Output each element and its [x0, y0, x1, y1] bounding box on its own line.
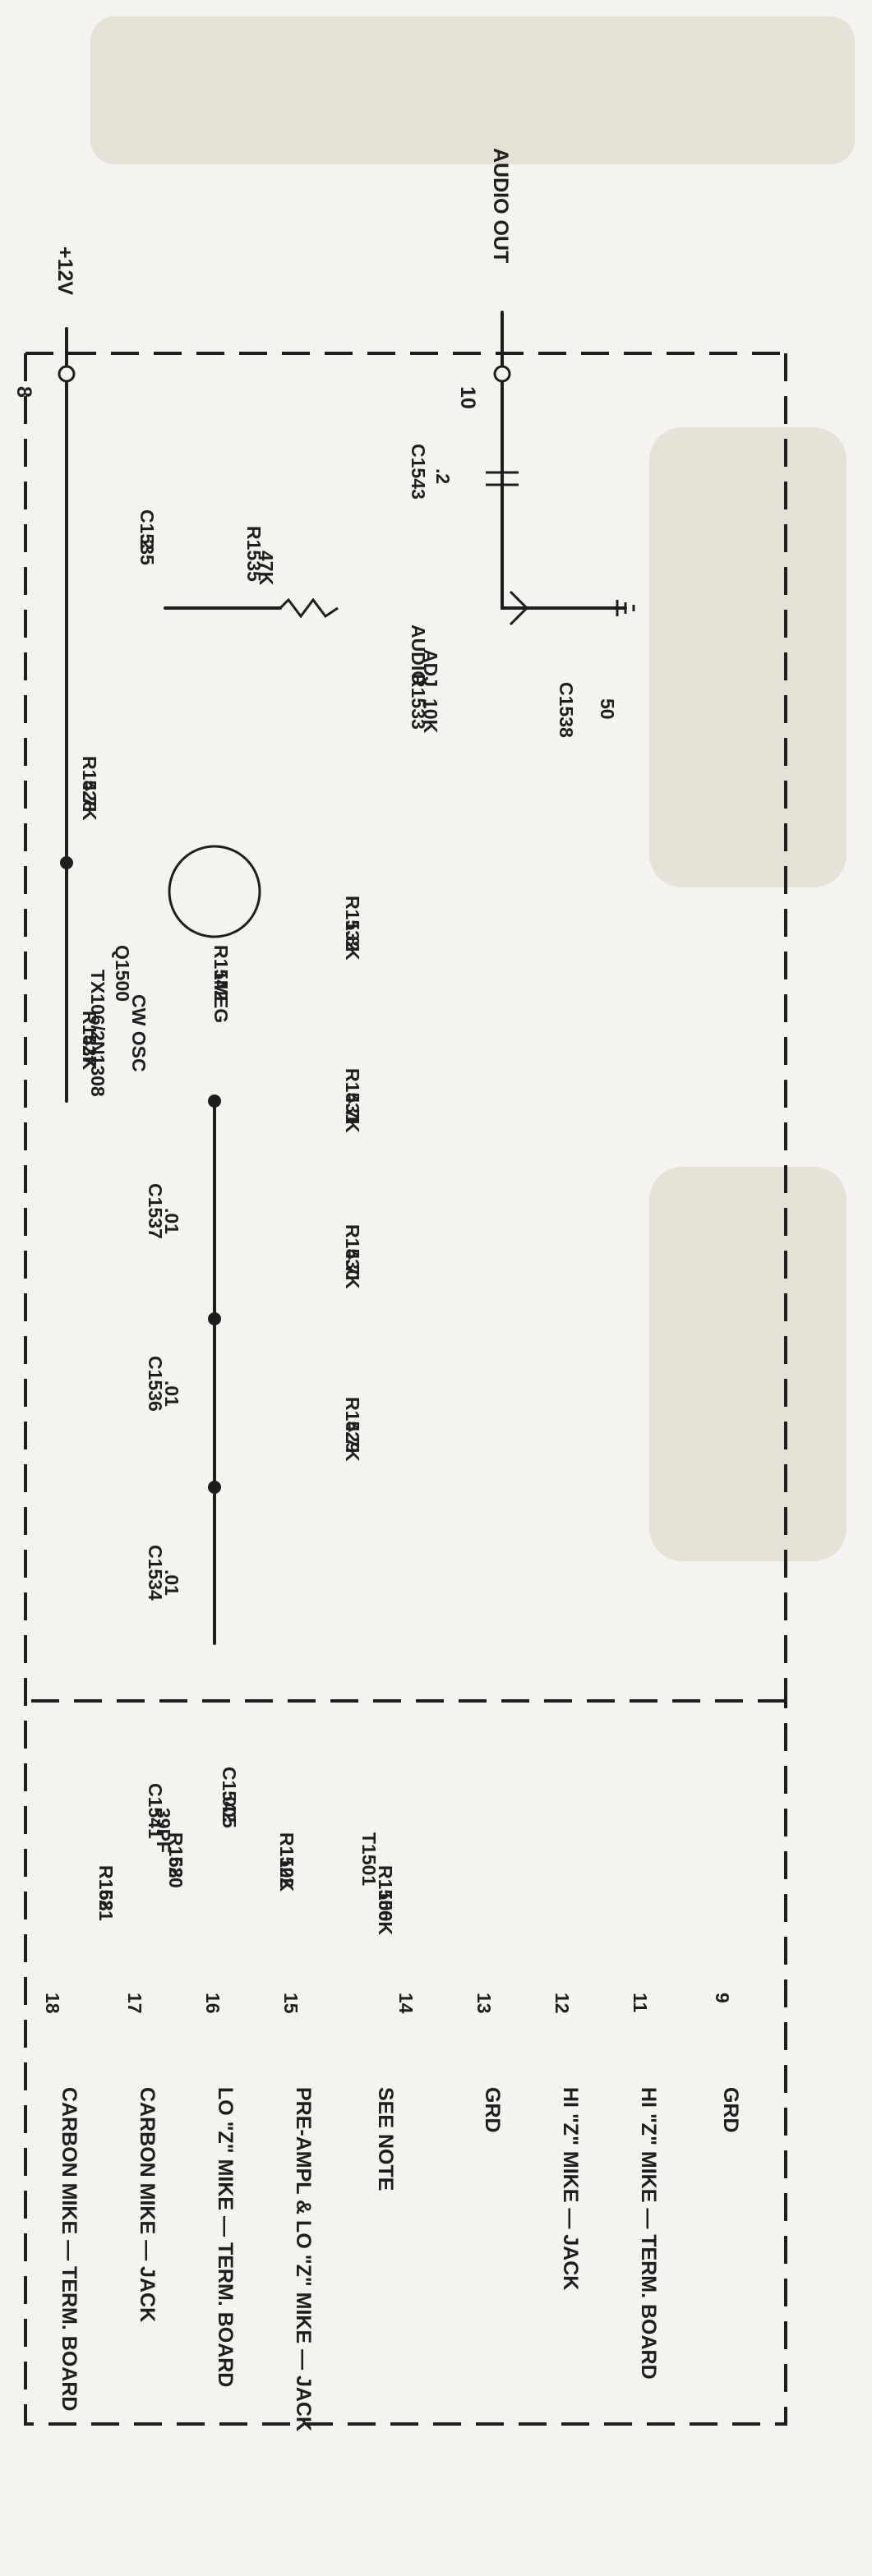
- r1529-ref: R1529: [342, 1397, 363, 1453]
- r1535-zigzag: [279, 597, 339, 619]
- q1500-func: CW OSC: [128, 994, 150, 1072]
- paper-smudge: [90, 16, 855, 164]
- r1529-value: 4.7K: [342, 1422, 363, 1462]
- pin-10-terminal: [493, 365, 511, 383]
- c1538-value: 50: [597, 698, 618, 720]
- c1535-value: .2: [136, 534, 158, 550]
- c1541-ref: C1541: [145, 1783, 166, 1839]
- r1527-ref: R1527: [79, 1011, 100, 1067]
- r1530-value: 4.7K: [342, 1249, 363, 1289]
- r1527-value: 43K: [79, 1035, 100, 1071]
- pin-14-label: 14: [395, 1993, 417, 2014]
- supply-label: +12V: [53, 247, 76, 295]
- ground-icon: [616, 600, 635, 616]
- connector-see-note: SEE NOTE: [374, 2087, 397, 2191]
- c1542-value: .005: [219, 1791, 240, 1828]
- c1535-ref: C1535: [136, 509, 158, 565]
- c1536-ref: C1536: [145, 1356, 166, 1412]
- c1537-ref: C1537: [145, 1183, 166, 1239]
- r1532-value: 1.8K: [342, 920, 363, 961]
- junction-dot: [208, 1481, 221, 1494]
- pin-13-label: 13: [473, 1993, 495, 2014]
- connector-carbon-mike-jack: CARBON MIKE — JACK: [136, 2087, 159, 2322]
- r1531-ref: R1531: [342, 1068, 363, 1124]
- transistor-q1500-icon: [168, 845, 261, 938]
- connector-hi-z-term-board: HI "Z" MIKE — TERM. BOARD: [637, 2087, 660, 2380]
- paper-smudge: [649, 427, 847, 887]
- r1535-ref: R1535: [243, 526, 265, 582]
- q1500-type: TX106/2N1308: [87, 970, 108, 1097]
- junction-dot: [60, 856, 73, 869]
- junction-dot: [208, 1312, 221, 1325]
- c1543-value: .2: [432, 468, 454, 484]
- r1522-value: 10K: [276, 1857, 298, 1892]
- r1535-value: 47K: [256, 551, 277, 586]
- r1533-line1: AUDIO: [408, 624, 429, 685]
- pin-18-label: 18: [42, 1993, 63, 2014]
- c1538-ref: C1538: [556, 682, 577, 738]
- pin-8-terminal: [58, 365, 76, 383]
- pin-10-label: 10: [456, 386, 479, 409]
- r1520-ref: R1520: [165, 1832, 187, 1888]
- board-outline-dashed: [24, 353, 787, 2426]
- c1536-value: .01: [161, 1380, 182, 1407]
- r1528-value: 4.7K: [79, 781, 100, 821]
- r1521-value: 68: [95, 1890, 117, 1911]
- r1542-ref: R1542: [210, 945, 232, 1001]
- connector-grd: GRD: [719, 2087, 742, 2133]
- c1534-ref: C1534: [145, 1545, 166, 1601]
- r1521-ref: R1521: [95, 1865, 117, 1921]
- r1533-value: 10K: [420, 698, 441, 734]
- pin-16-label: 16: [202, 1993, 224, 2014]
- r1556-value: 100K: [375, 1890, 396, 1935]
- junction-dot: [208, 1094, 221, 1108]
- connector-grd: GRD: [481, 2087, 504, 2133]
- pin-number-group: 18 17 16 15 14 13 12 11 9: [42, 1993, 733, 2014]
- r1542-value: 1MEG: [210, 970, 232, 1023]
- pin-17-label: 17: [124, 1993, 145, 2014]
- connector-label-group: CARBON MIKE — TERM. BOARD CARBON MIKE — …: [58, 2087, 742, 2431]
- r1520-value: 68: [165, 1857, 187, 1878]
- c1534-value: .01: [161, 1569, 182, 1596]
- pin-8-label: 8: [12, 386, 35, 398]
- t1501-ref: T1501: [358, 1832, 380, 1886]
- r1530-ref: R1530: [342, 1224, 363, 1280]
- r1531-value: 4.7K: [342, 1093, 363, 1133]
- q1500-ref: Q1500: [112, 945, 133, 1002]
- audio-out-label: AUDIO OUT: [489, 148, 512, 263]
- paper-smudge: [649, 1167, 847, 1561]
- c1542-ref: C1542: [219, 1767, 240, 1823]
- r1533-wire: [501, 574, 627, 610]
- c1541-value: 39PF: [153, 1808, 174, 1853]
- c1543-ref: C1543: [408, 444, 429, 500]
- pin-15-label: 15: [280, 1993, 302, 2014]
- pin-11-label: 11: [630, 1993, 651, 2013]
- connector-lo-z-term-board: LO "Z" MIKE — TERM. BOARD: [214, 2087, 237, 2387]
- r1533-wiper-icon: [509, 590, 529, 626]
- connector-carbon-mike-term-board: CARBON MIKE — TERM. BOARD: [58, 2087, 81, 2411]
- r1556-ref: R1556: [375, 1865, 396, 1921]
- pin-12-label: 12: [551, 1993, 573, 2014]
- r1528-ref: R1528: [79, 756, 100, 812]
- r1533-line2: ADJ: [420, 649, 441, 687]
- r1532-ref: R1532: [342, 896, 363, 952]
- c1537-value: .01: [161, 1208, 182, 1234]
- connector-hi-z-jack: HI "Z" MIKE — JACK: [559, 2087, 582, 2290]
- pin-9-label: 9: [712, 1993, 733, 2003]
- connector-preampl-lo-z-jack: PRE-AMPL & LO "Z" MIKE — JACK: [292, 2087, 315, 2431]
- r1533-ref: R1533: [408, 674, 429, 730]
- r1522-ref: R1522: [276, 1832, 298, 1888]
